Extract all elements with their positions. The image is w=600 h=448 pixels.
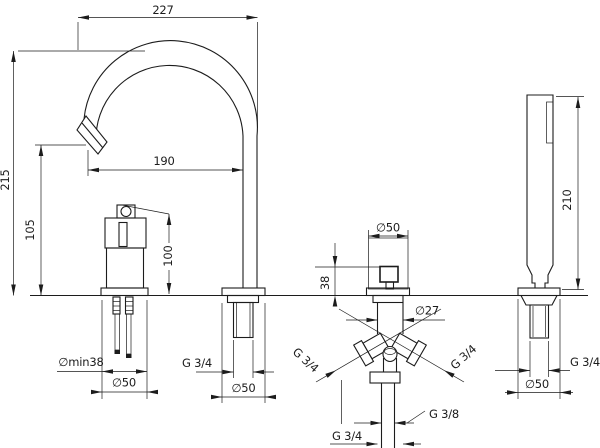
dim-label-210: 210	[560, 189, 574, 210]
dim-label-right-g34: G 3/4	[447, 342, 479, 373]
dim-label-100: 100	[161, 245, 175, 266]
dim-label-shower-dia50: ∅50	[525, 377, 549, 391]
handshower	[517, 94, 561, 339]
dim-label-diverter-dia50: ∅50	[376, 221, 400, 235]
dim-label-spout-dia50: ∅50	[231, 381, 255, 395]
dim-top-width: 227	[77, 3, 258, 128]
dim-label-left-g34: G 3/4	[290, 345, 322, 376]
spout	[76, 40, 266, 339]
dim-handle-base: ∅min38 ∅50	[57, 300, 158, 399]
handle-knob-circle	[120, 205, 132, 218]
diverter-valve	[315, 237, 465, 448]
dim-label-38: 38	[318, 276, 332, 290]
dim-label-handle-dia50: ∅50	[112, 376, 136, 390]
diverter-left-branch	[352, 332, 391, 367]
dim-label-spout-thread: G 3/4	[182, 356, 212, 370]
handshower-clip	[546, 101, 554, 144]
dim-spout-base: G 3/4 ∅50	[182, 303, 276, 403]
handle-valve	[100, 204, 149, 358]
dim-total-height: 215	[0, 50, 145, 296]
dim-label-shower-g34: G 3/4	[570, 355, 600, 369]
dim-label-g38: G 3/8	[429, 407, 459, 421]
dim-handle-height: 100	[121, 204, 175, 294]
diverter-collar	[369, 371, 401, 384]
dim-diverter-top: ∅50 38 ∅27	[315, 221, 445, 323]
diverter-port-opening	[382, 345, 398, 363]
dim-label-227: 227	[152, 3, 173, 17]
dim-label-min38: ∅min38	[58, 355, 103, 369]
dim-label-105: 105	[23, 219, 37, 240]
dim-spout-reach: 190	[87, 150, 244, 176]
diverter-knob	[379, 265, 399, 283]
dim-label-bottom-g34: G 3/4	[332, 429, 362, 443]
dim-label-190: 190	[153, 154, 174, 168]
dim-outlet-height: 105	[23, 144, 86, 296]
dim-label-215: 215	[0, 169, 12, 190]
dim-handshower: 210 G 3/4 ∅50	[495, 96, 600, 399]
dim-label-dia27: ∅27	[415, 304, 439, 318]
